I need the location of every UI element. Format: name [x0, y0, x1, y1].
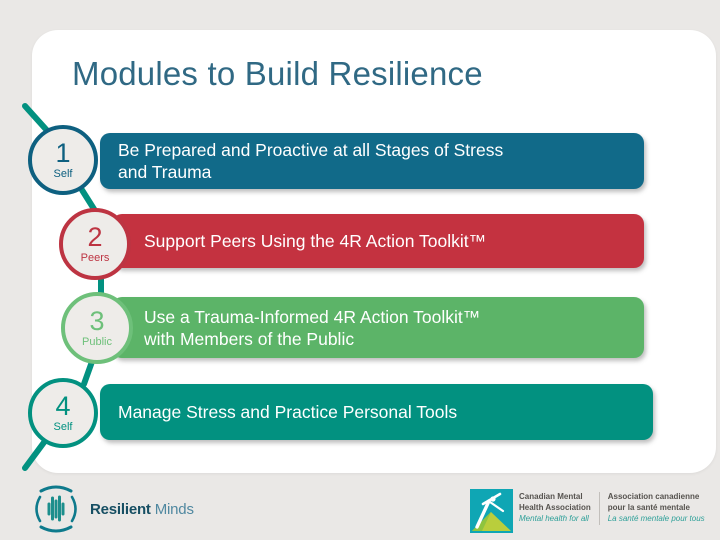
- cmha-icon: [470, 489, 513, 533]
- module-badge-2-label: Peers: [80, 252, 110, 264]
- module-bar-4-text-line1: Manage Stress and Practice Personal Tool…: [118, 402, 458, 422]
- cmha-logo-lockup: Canadian Mental Health Association Menta…: [470, 489, 705, 533]
- cmha-en-line2: Health Association: [519, 502, 591, 512]
- cmha-french-text: Association canadienne pour la santé men…: [608, 489, 705, 525]
- module-badge-4-label: Self: [53, 421, 73, 433]
- module-badge-2-number: 2: [87, 222, 103, 252]
- module-bar-1-text-line1: Be Prepared and Proactive at all Stages …: [118, 140, 504, 160]
- resilient-minds-brain-icon: [35, 485, 77, 533]
- module-bar-1: Be Prepared and Proactive at all Stages …: [100, 133, 644, 189]
- module-bar-2: Support Peers Using the 4R Action Toolki…: [112, 214, 644, 268]
- module-badge-3: 3 Public: [61, 292, 133, 364]
- page-title: Modules to Build Resilience: [72, 55, 483, 92]
- module-badge-1-number: 1: [55, 138, 71, 168]
- module-badge-1: 1 Self: [28, 125, 98, 195]
- cmha-fr-line1: Association canadienne: [607, 492, 700, 501]
- cmha-fr-tagline: La santé mentale pour tous: [607, 514, 705, 523]
- module-badge-4: 4 Self: [28, 378, 98, 448]
- resilient-minds-wordmark-light: Minds: [154, 500, 194, 518]
- module-badge-2: 2 Peers: [59, 208, 131, 280]
- cmha-en-line1: Canadian Mental: [519, 492, 583, 501]
- module-bar-3-text-line2: with Members of the Public: [144, 328, 355, 349]
- module-bar-3-text-line1: Use a Trauma-Informed 4R Action Toolkit™: [144, 306, 481, 327]
- resilient-minds-wordmark-bold: Resilient: [90, 500, 151, 518]
- cmha-fr-line2: pour la santé mentale: [607, 502, 690, 512]
- module-badge-4-number: 4: [55, 391, 71, 421]
- module-bar-1-text-line2: and Trauma: [118, 162, 212, 182]
- module-badge-3-label: Public: [82, 336, 112, 348]
- module-badge-1-label: Self: [53, 168, 73, 180]
- module-badge-3-number: 3: [89, 306, 105, 336]
- module-bar-4: Manage Stress and Practice Personal Tool…: [100, 384, 653, 440]
- module-bar-3: Use a Trauma-Informed 4R Action Toolkit™…: [112, 297, 644, 358]
- cmha-en-tagline: Mental health for all: [519, 514, 589, 523]
- cmha-divider: [598, 492, 600, 525]
- module-bar-2-text-line1: Support Peers Using the 4R Action Toolki…: [144, 231, 487, 251]
- cmha-english-text: Canadian Mental Health Association Menta…: [519, 489, 591, 525]
